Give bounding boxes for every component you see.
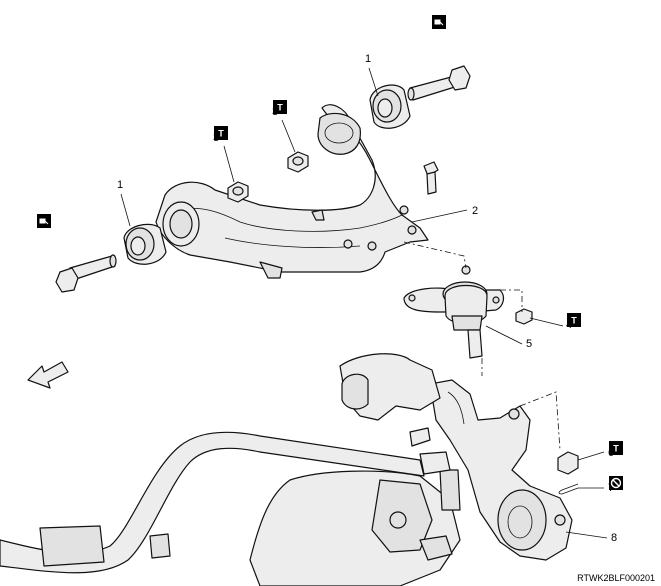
ball-joint xyxy=(403,265,505,359)
torque-icon: T xyxy=(567,313,581,327)
bolt-left xyxy=(55,254,117,293)
leader-lines xyxy=(120,67,608,539)
svg-text:T: T xyxy=(571,316,577,326)
reuse-icon xyxy=(432,15,446,29)
stabilizer-bar xyxy=(0,431,451,574)
torque-icon: T xyxy=(609,441,623,455)
bushing-upper xyxy=(369,84,411,129)
front-arrow-icon xyxy=(27,361,69,389)
svg-text:T: T xyxy=(218,129,224,139)
callout-c1b: 1 xyxy=(117,179,123,191)
reference-code: RTWK2BLF000201 xyxy=(577,573,655,583)
assembly-lines xyxy=(403,241,561,451)
symbol-badges: T T T T xyxy=(37,15,623,490)
bolt-small xyxy=(423,161,439,195)
bolt-upper-right xyxy=(407,65,471,101)
torque-icon: T xyxy=(273,100,287,114)
upper-control-arm xyxy=(155,104,429,279)
lower-assembly xyxy=(249,353,461,586)
svg-text:T: T xyxy=(277,103,283,113)
cotter-pin xyxy=(558,483,579,495)
steering-knuckle xyxy=(429,379,573,561)
torque-icon: T xyxy=(214,126,228,140)
callout-numbers: 1123345678 xyxy=(117,53,617,544)
bushing-lower-left xyxy=(123,223,167,265)
nut-4 xyxy=(515,308,533,325)
nut-3-right xyxy=(287,151,309,173)
castle-nut xyxy=(557,451,579,475)
nut-3-left xyxy=(227,181,249,203)
svg-text:T: T xyxy=(613,444,619,454)
callout-c5: 5 xyxy=(526,338,532,350)
callout-c8: 8 xyxy=(611,532,617,544)
reuse-icon xyxy=(37,214,51,228)
callout-c2: 2 xyxy=(472,205,478,217)
noreuse-icon xyxy=(609,476,623,490)
callout-c1a: 1 xyxy=(365,53,371,65)
